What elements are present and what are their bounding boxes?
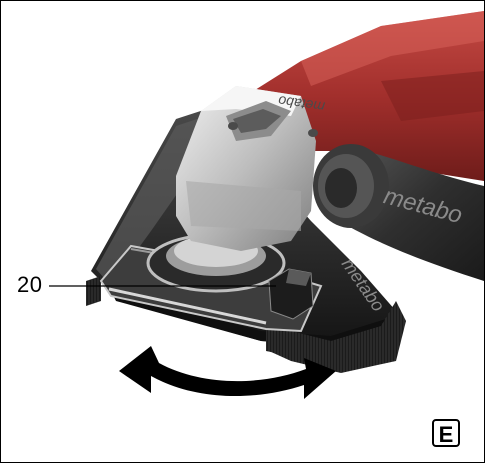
rotation-double-arrow [119,346,336,399]
guard-lock-lever [268,268,314,320]
brush-skirt [86,276,406,373]
side-handle: metabo [313,144,484,281]
gear-head: metabo [176,86,326,251]
head-brand-text: metabo [277,93,326,115]
